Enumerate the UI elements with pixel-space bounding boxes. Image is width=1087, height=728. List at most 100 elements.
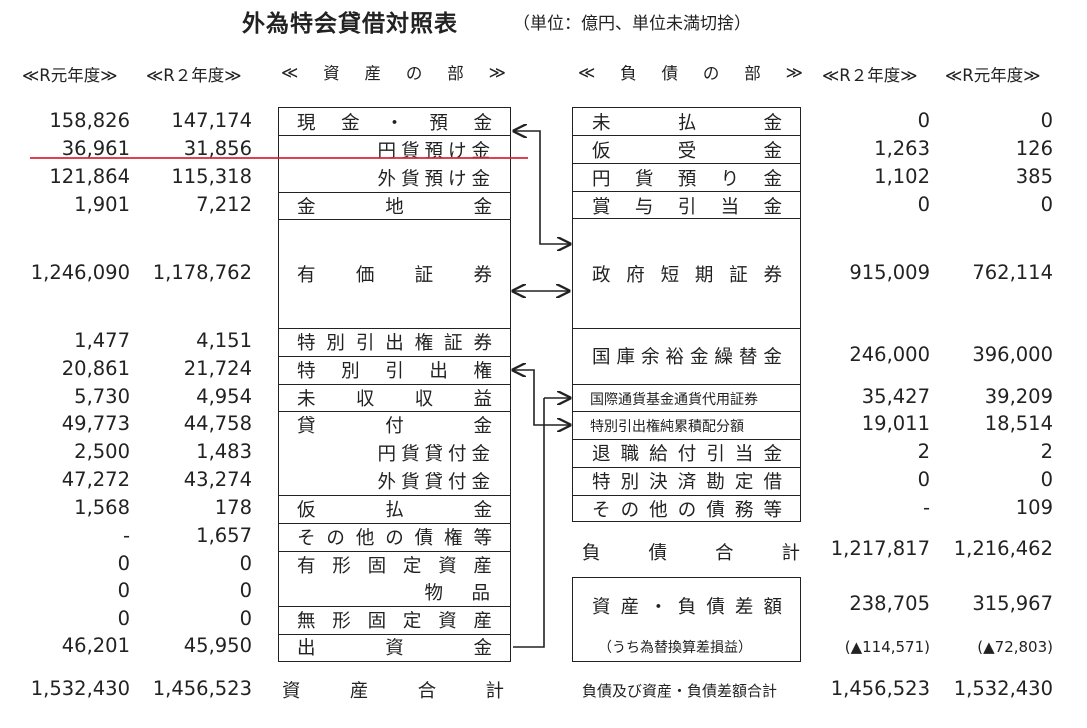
asset-label-char: 形 (332, 556, 351, 577)
asset-label: 無形固定資産 (297, 606, 492, 634)
asset-label-char: 引 (385, 361, 404, 382)
assets-total-label-char: 計 (485, 681, 504, 702)
liability-r1-value: 762,114 (972, 261, 1053, 284)
asset-label-char: 他 (355, 528, 375, 549)
asset-r2-value: 1,483 (196, 440, 252, 463)
liability-label-char: 繰 (714, 347, 733, 368)
liability-label: 仮受金 (592, 136, 782, 164)
asset-row-divider (278, 411, 511, 412)
header-left-r1: ≪R元年度≫ (22, 66, 118, 85)
asset-label-char: 特 (297, 361, 316, 382)
asset-label-char: 証 (414, 265, 434, 286)
liability-r2-value: 1,263 (874, 137, 930, 160)
liability-label-char: の (620, 500, 640, 521)
liability-row-divider (572, 467, 801, 468)
net-assets-label-char: 債 (706, 597, 725, 618)
liability-label-char: 済 (677, 472, 697, 493)
liability-r2-value: 19,011 (861, 412, 930, 435)
asset-label: 出資金 (297, 633, 492, 661)
asset-r2-value: 7,212 (196, 193, 252, 216)
asset-label: 現金・預金 (297, 108, 492, 136)
asset-label: 特別引出権証券 (297, 328, 492, 356)
asset-label-char: 金 (473, 638, 492, 659)
liability-r2-value: 246,000 (849, 343, 930, 366)
asset-label: 有価証券 (297, 260, 492, 288)
asset-label-char: 固 (367, 556, 387, 577)
asset-label: 特別引出権 (297, 356, 492, 384)
asset-label-char: 等 (473, 528, 492, 549)
liability-label-char: 付 (677, 444, 697, 465)
net-assets-box (572, 577, 801, 662)
asset-r1-value: 158,826 (49, 109, 130, 132)
header-assets-char: 部 (447, 64, 464, 83)
liability-r2-value: 915,009 (849, 261, 930, 284)
net-assets-label-char: 額 (763, 597, 782, 618)
asset-r1-value: 49,773 (61, 412, 130, 435)
liability-label-char: 引 (706, 444, 725, 465)
liability-row-divider (572, 163, 801, 164)
asset-label: その他の債権等 (297, 523, 492, 551)
liabilities-total-r2: 1,217,817 (830, 537, 930, 560)
header-assets: ≪資産の部≫ (281, 60, 506, 84)
header-right-r1: ≪R元年度≫ (945, 66, 1041, 85)
asset-label-char: 資 (385, 638, 404, 659)
asset-r1-value: 0 (117, 579, 130, 602)
header-liabilities-char: 負 (620, 64, 637, 83)
liability-label-char: 当 (734, 444, 754, 465)
liability-label: 未払金 (592, 108, 782, 136)
liability-label-char: 等 (763, 500, 782, 521)
grand-total-label: 負債及び資産・負債差額合計 (582, 681, 778, 700)
liability-label-char: 払 (677, 113, 697, 134)
asset-r2-value: 43,274 (183, 468, 252, 491)
liability-r2-value: 0 (917, 109, 930, 132)
asset-label-char: 債 (414, 528, 434, 549)
liability-row-divider (572, 191, 801, 192)
asset-label-char: 価 (355, 265, 375, 286)
asset-label-char: 金 (473, 416, 492, 437)
liability-row-divider (572, 135, 801, 136)
asset-label-char: 付 (385, 416, 404, 437)
net-assets-label-char: 産 (620, 597, 640, 618)
net-assets-sub-r2: (▲114,571) (844, 638, 930, 656)
liability-label-small: 特別引出権純累積配分額 (590, 419, 744, 435)
liability-label-char: 引 (677, 197, 697, 218)
liability-label-char: 仮 (592, 141, 611, 162)
header-left-r2: ≪R２年度≫ (146, 66, 242, 85)
liability-label-char: そ (592, 500, 611, 521)
net-assets-r1: 315,967 (972, 592, 1053, 615)
liabilities-total-label: 負債合計 (582, 538, 800, 566)
asset-r2-value: 147,174 (171, 109, 252, 132)
asset-label-char: 形 (332, 611, 351, 632)
asset-label-char: 証 (444, 333, 463, 354)
liability-label-char: 別 (620, 472, 640, 493)
header-liabilities-char: 部 (744, 64, 761, 83)
asset-r2-value: 1,178,762 (152, 261, 252, 284)
asset-label-char: 券 (473, 265, 492, 286)
header-liabilities-char: の (702, 64, 720, 83)
asset-label-char: 有 (297, 265, 316, 286)
asset-label-char: 預 (429, 113, 448, 134)
asset-sub-label: 外貨貸付金 (377, 472, 495, 493)
liability-label-char: 預 (677, 169, 697, 190)
liability-label-char: 金 (763, 169, 782, 190)
liability-label-char: 職 (620, 444, 640, 465)
liability-label: 退職給付引当金 (592, 439, 782, 467)
header-assets-char: 産 (364, 64, 382, 83)
header-liabilities: ≪負債の部≫ (578, 60, 803, 84)
asset-label-char: 権 (414, 333, 434, 354)
asset-label-char: 金 (473, 113, 492, 134)
liability-label-char: 金 (763, 197, 782, 218)
liability-row-divider (572, 439, 801, 440)
asset-label-char: 地 (385, 197, 404, 218)
asset-sub-label: 円貨預け金 (377, 141, 495, 162)
liability-label-char: 金 (763, 347, 782, 368)
header-assets-char: ≫ (488, 62, 506, 82)
asset-label-char: 産 (473, 556, 492, 577)
asset-r1-value: 121,864 (49, 165, 130, 188)
asset-label-char: 引 (355, 333, 375, 354)
liabilities-total-label-char: 計 (781, 543, 800, 564)
asset-r1-value: 1,901 (74, 193, 130, 216)
asset-r2-value: 45,950 (183, 634, 252, 657)
asset-row-divider (278, 634, 511, 635)
asset-label-char: 資 (438, 611, 457, 632)
